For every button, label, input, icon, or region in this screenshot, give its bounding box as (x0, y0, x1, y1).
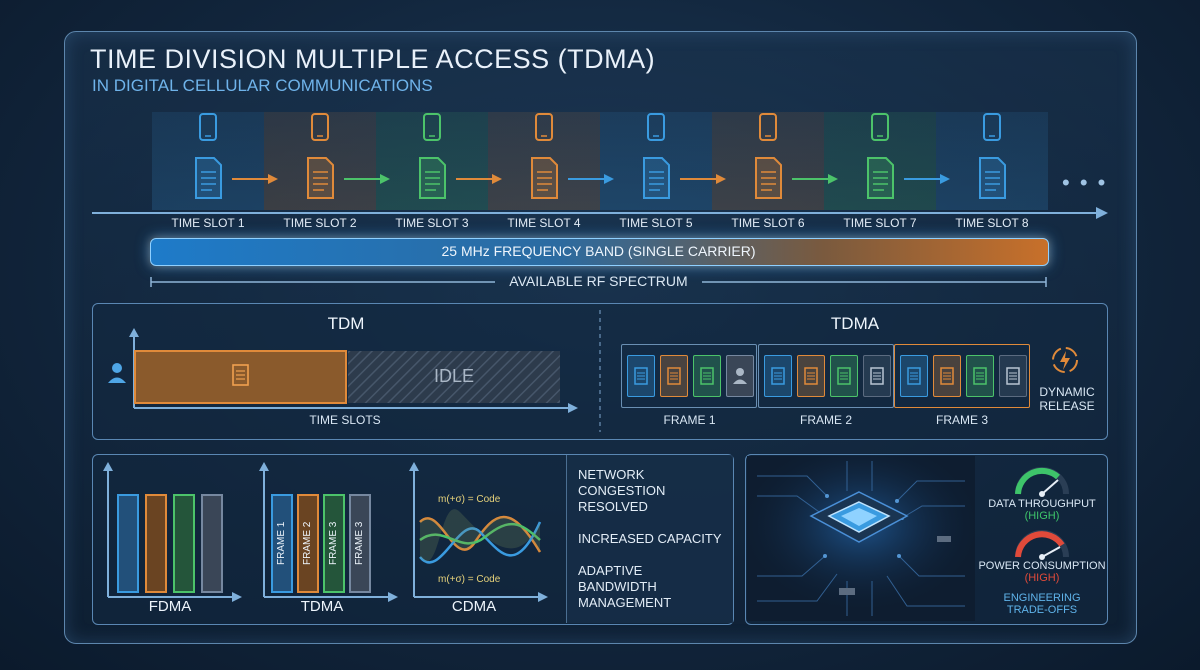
time-slot-background (376, 112, 488, 210)
time-slot-background (600, 112, 712, 210)
time-slot-3 (376, 112, 488, 202)
page-title: TIME DIVISION MULTIPLE ACCESS (TDMA) (90, 44, 656, 74)
phone-and-document-icon (195, 113, 222, 199)
cdma-label: CDMA (451, 598, 497, 615)
throughput-level: (HIGH) (1024, 510, 1060, 522)
note-congestion: NETWORK CONGESTION RESOLVED (578, 467, 666, 514)
slot-arrow-icon (790, 172, 840, 191)
time-slot-background (488, 112, 600, 210)
dynamic-release-label: DYNAMIC RELEASE (1039, 385, 1095, 413)
tdma-frame-2 (758, 344, 894, 408)
tdma-label: TDMA (300, 598, 344, 615)
tdma-frame-3 (894, 344, 1030, 408)
time-slot-background (152, 112, 264, 210)
document-icon (232, 364, 249, 386)
data-slot-icon (764, 355, 792, 397)
user-slot-icon (726, 355, 754, 397)
phone-and-document-icon (307, 113, 334, 199)
idle-label: IDLE (433, 366, 475, 386)
frame-label-3: FRAME 3 (935, 413, 988, 427)
page-subtitle: IN DIGITAL CELLULAR COMMUNICATIONS (92, 76, 433, 95)
slot-arrow-icon (342, 172, 392, 191)
panel-divider (599, 310, 601, 432)
time-slot-label: TIME SLOT 1 (171, 216, 245, 230)
throughput-gauge-icon (1015, 467, 1069, 497)
time-slot-4 (488, 112, 600, 202)
throughput-label: DATA THROUGHPUT (988, 498, 1096, 510)
tdma-bar-label: FRAME 3 (354, 521, 365, 566)
tdma-frame-1 (621, 344, 757, 408)
frame-label-1: FRAME 1 (663, 413, 716, 427)
data-slot-icon (830, 355, 858, 397)
tdma-bar-label: FRAME 2 (302, 521, 313, 566)
timeline-axis (92, 207, 1108, 219)
time-slot-label: TIME SLOT 5 (619, 216, 693, 230)
slot-arrow-icon (454, 172, 504, 191)
frame-label-2: FRAME 2 (799, 413, 852, 427)
data-slot-icon (966, 355, 994, 397)
note-bandwidth: ADAPTIVE BANDWIDTH MANAGEMENT (578, 563, 672, 610)
time-slot-background (824, 112, 936, 210)
user-icon (108, 363, 126, 383)
data-slot-icon (627, 355, 655, 397)
time-slot-label: TIME SLOT 8 (955, 216, 1029, 230)
time-slot-background (264, 112, 376, 210)
data-slot-icon (693, 355, 721, 397)
data-slot-icon (900, 355, 928, 397)
data-slot-icon (797, 355, 825, 397)
slot-arrow-icon (230, 172, 280, 191)
data-slot-icon (933, 355, 961, 397)
time-slot-7 (824, 112, 936, 202)
phone-and-document-icon (643, 113, 670, 199)
data-slot-icon (863, 355, 891, 397)
dynamic-release-icon (1052, 347, 1078, 373)
notes-column (566, 455, 733, 623)
tdma-title: TDMA (830, 314, 880, 333)
time-slot-label: TIME SLOT 6 (731, 216, 805, 230)
frequency-band-label: 25 MHz FREQUENCY BAND (SINGLE CARRIER) (441, 243, 756, 259)
spectrum-label: AVAILABLE RF SPECTRUM (509, 273, 688, 289)
time-slot-background (712, 112, 824, 210)
power-level: (HIGH) (1024, 572, 1060, 584)
time-slot-label: TIME SLOT 7 (843, 216, 917, 230)
spectrum-bracket (150, 277, 1047, 287)
tdm-graph (108, 328, 578, 413)
time-slot-8 (936, 112, 1048, 202)
engineering-tradeoffs-label: ENGINEERING TRADE-OFFS (1003, 592, 1081, 616)
cdma-code-top: m(+σ) = Code (438, 494, 501, 505)
phone-and-document-icon (531, 113, 558, 199)
phone-and-document-icon (867, 113, 894, 199)
slot-arrow-icon (566, 172, 616, 191)
slot-arrow-icon (902, 172, 952, 191)
time-slot-label: TIME SLOT 4 (507, 216, 581, 230)
time-slot-label: TIME SLOT 3 (395, 216, 469, 230)
tdm-title: TDM (327, 314, 365, 333)
data-slot-icon (999, 355, 1027, 397)
power-gauge-icon (1015, 530, 1069, 560)
phone-and-document-icon (419, 113, 446, 199)
tdma-bar-label: FRAME 3 (328, 521, 339, 566)
tdm-axis-label: TIME SLOTS (309, 413, 381, 427)
access-charts (103, 462, 548, 602)
frequency-band-bar (150, 238, 1049, 266)
power-label: POWER CONSUMPTION (978, 560, 1106, 572)
cdma-code-bottom: m(+σ) = Code (438, 574, 501, 585)
time-slot-label: TIME SLOT 2 (283, 216, 357, 230)
time-slot-1 (152, 112, 264, 202)
fdma-label: FDMA (148, 598, 192, 615)
processor-chip-image (747, 456, 975, 621)
note-capacity: INCREASED CAPACITY (578, 531, 722, 546)
time-slot-background (936, 112, 1048, 210)
data-slot-icon (660, 355, 688, 397)
phone-and-document-icon (755, 113, 782, 199)
more-slots-ellipsis: • • • (1062, 170, 1108, 195)
time-slot-6 (712, 112, 824, 202)
phone-and-document-icon (979, 113, 1006, 199)
time-slot-2 (264, 112, 376, 202)
tdma-bar-label: FRAME 1 (276, 521, 287, 566)
time-slot-5 (600, 112, 712, 202)
slot-arrow-icon (678, 172, 728, 191)
